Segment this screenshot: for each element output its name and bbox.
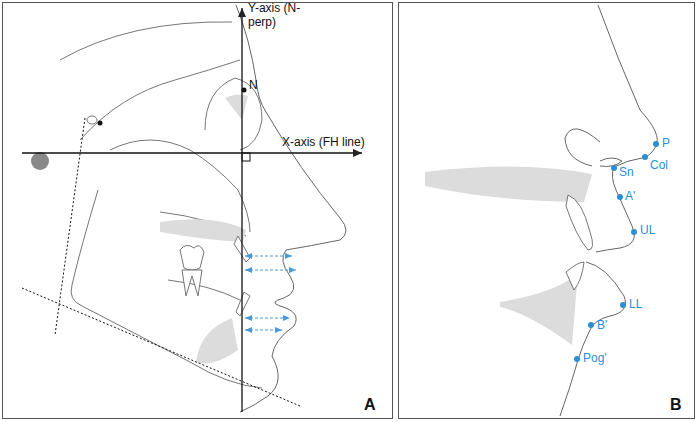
point-label: Pog' bbox=[583, 352, 607, 366]
panel-letter: A bbox=[364, 396, 376, 414]
point-label: Sn bbox=[619, 166, 634, 180]
point-label: B' bbox=[597, 319, 607, 333]
point-label: Col bbox=[650, 159, 668, 173]
point-label: LL bbox=[629, 298, 642, 312]
panel-letter: B bbox=[670, 396, 682, 414]
axis-label: X-axis (FH line) bbox=[282, 136, 365, 150]
point-label: UL bbox=[640, 224, 655, 238]
point-label: N bbox=[249, 79, 258, 93]
axis-label: Y-axis (N-perp) bbox=[248, 2, 306, 30]
point-label: P bbox=[662, 137, 670, 151]
point-label: A' bbox=[625, 190, 635, 204]
